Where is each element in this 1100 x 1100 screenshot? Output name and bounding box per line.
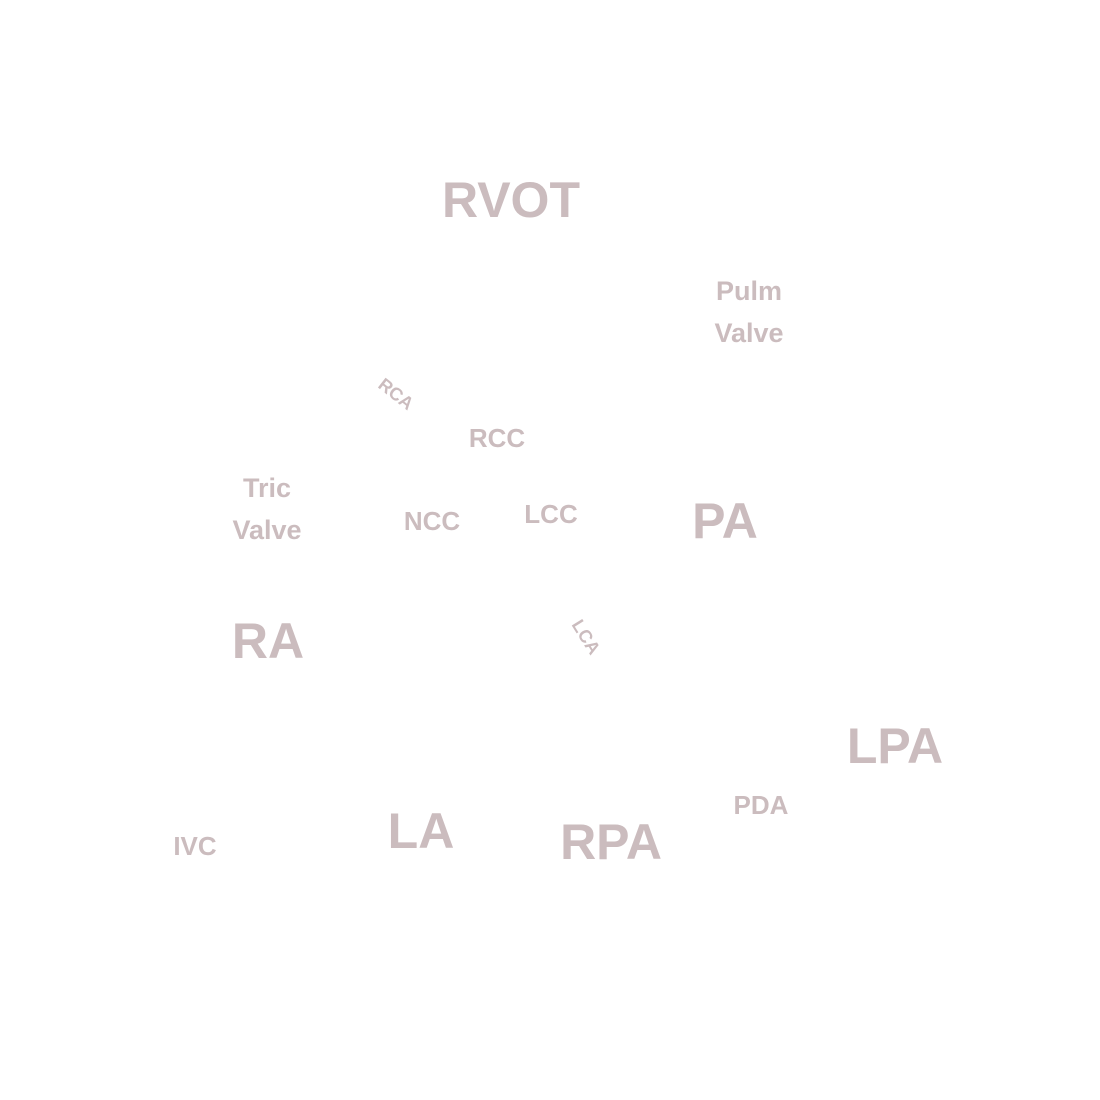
label-tric-valve: Tric Valve	[232, 467, 301, 551]
label-ivc: IVC	[173, 831, 217, 861]
label-pda: PDA	[733, 790, 789, 820]
label-ncc: NCC	[403, 506, 461, 536]
label-tric-valve-line2: Valve	[232, 515, 302, 545]
label-lpa: LPA	[846, 718, 944, 774]
label-lcc: LCC	[524, 499, 578, 529]
label-pulm-valve-line2: Valve	[714, 318, 784, 348]
label-pa: PA	[692, 493, 758, 549]
label-pulm-valve: Pulm Valve	[714, 270, 783, 354]
label-pulm-valve-line1: Pulm	[715, 276, 783, 306]
label-rcc: RCC	[468, 423, 526, 453]
label-ra: RA	[231, 613, 305, 669]
label-rca: RCA	[374, 374, 418, 414]
label-tric-valve-line1: Tric	[242, 473, 292, 503]
label-rvot: RVOT	[442, 172, 580, 228]
label-la: LA	[387, 803, 455, 859]
label-lca: LCA	[567, 616, 605, 658]
label-rpa: RPA	[560, 814, 662, 870]
